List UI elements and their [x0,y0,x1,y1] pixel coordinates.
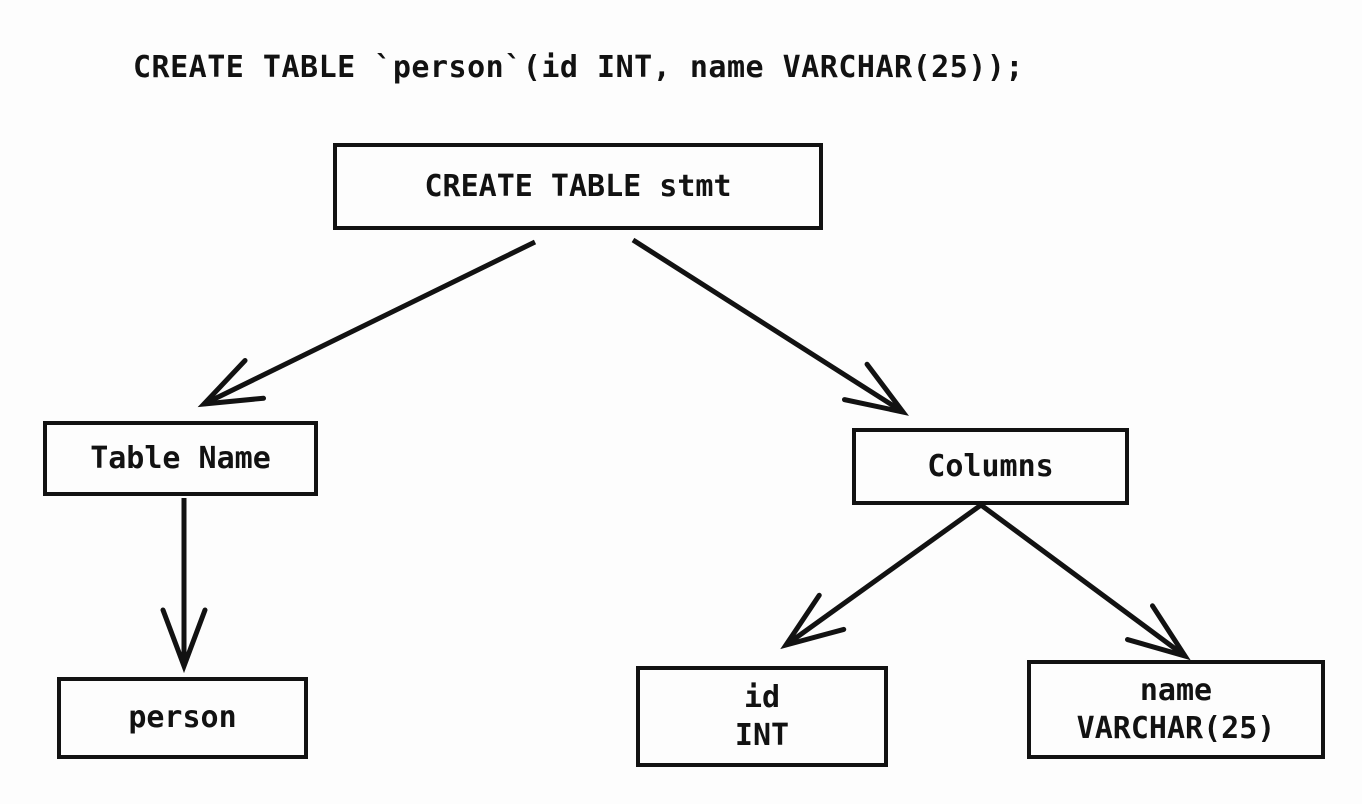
sql-statement-text: CREATE TABLE `person`(id INT, name VARCH… [133,50,1024,85]
node-name-varchar: name VARCHAR(25) [1027,660,1325,759]
node-name-varchar-type-label: VARCHAR(25) [1076,710,1276,746]
node-create-table-stmt: CREATE TABLE stmt [333,143,823,230]
edge-columns-to-id [780,502,983,650]
edge-root-to-columns [631,237,910,416]
node-name-varchar-name-label: name [1139,672,1213,708]
node-columns-label: Columns [927,448,1054,484]
edge-root-to-table-name [197,239,537,408]
node-id-int: id INT [636,666,888,767]
node-id-int-name-label: id [743,679,781,715]
node-person-label: person [128,700,237,735]
node-id-int-type-label: INT [734,717,790,753]
node-columns: Columns [852,428,1129,505]
node-create-table-stmt-label: CREATE TABLE stmt [424,168,732,204]
node-person: person [57,677,308,759]
node-table-name: Table Name [43,421,318,496]
edge-columns-to-name [979,502,1191,661]
node-table-name-label: Table Name [90,440,271,476]
